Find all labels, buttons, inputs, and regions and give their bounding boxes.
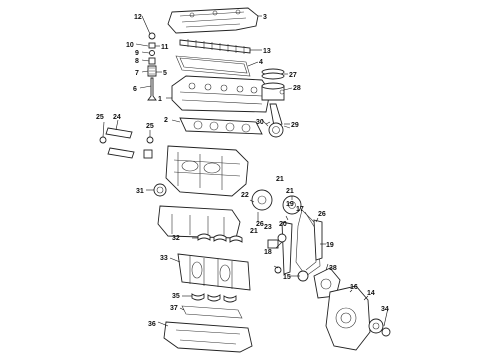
callout-21a: 21 [276,176,284,183]
callout-6: 6 [133,86,137,93]
callout-10: 10 [126,42,134,49]
callout-4: 4 [259,59,263,66]
callout-17: 17 [296,206,304,213]
callout-25b: 25 [146,123,154,130]
crank-pulley [368,318,391,337]
callout-34: 34 [381,306,389,313]
callout-38: 38 [329,265,337,272]
callout-31: 31 [136,188,144,195]
piston [261,68,285,101]
callout-32: 32 [172,235,180,242]
valve-train-parts [147,32,157,101]
callout-13: 13 [263,48,271,55]
camshaft [179,39,251,54]
callout-26a: 26 [256,221,264,228]
lower-block [157,205,241,239]
lower-bearings [191,293,237,303]
head-gasket [179,117,263,135]
callout-26b: 26 [318,211,326,218]
callout-21c: 21 [250,228,258,235]
cam-cover-gasket [175,55,251,77]
chain-tensioner [267,233,287,274]
oil-pan-gasket [181,305,243,319]
cylinder-head [171,75,271,113]
callout-labels: 1 2 3 4 5 6 7 8 9 10 11 12 13 14 15 16 1… [96,14,389,328]
callout-5: 5 [163,70,167,77]
callout-2: 2 [164,117,168,124]
callout-1: 1 [158,96,162,103]
cam-sprocket [251,189,302,215]
callout-8: 8 [135,58,139,65]
callout-3: 3 [263,14,267,21]
callout-33: 33 [160,255,168,262]
callout-18: 18 [264,249,272,256]
front-cover [325,285,371,351]
callout-22: 22 [241,192,249,199]
callout-29: 29 [291,122,299,129]
callout-16: 16 [350,284,358,291]
callout-37: 37 [170,305,178,312]
callout-19a: 19 [286,201,294,208]
callout-35: 35 [172,293,180,300]
callout-30: 30 [256,119,264,126]
callout-28: 28 [293,85,301,92]
callout-21b: 21 [286,188,294,195]
callout-15: 15 [283,274,291,281]
engine-block [165,145,249,197]
crankshaft [177,253,251,291]
connecting-rod [261,103,291,138]
callout-9: 9 [135,50,139,57]
callout-25a: 25 [96,114,104,121]
chain-guide [281,219,323,275]
water-pump [313,267,341,299]
callout-14: 14 [367,290,375,297]
callout-19b: 19 [326,242,334,249]
crankshaft-seal [153,183,167,197]
callout-36: 36 [148,321,156,328]
callout-7: 7 [135,70,139,77]
callout-20: 20 [279,221,287,228]
oil-pan [163,321,253,353]
callout-27: 27 [289,72,297,79]
callout-24: 24 [113,114,121,121]
valve-cover [167,7,259,34]
leader-lines [102,15,389,327]
rocker-arm-parts [99,127,154,159]
callout-11: 11 [161,44,169,51]
callout-23: 23 [264,224,272,231]
main-bearings [197,233,243,243]
callout-12: 12 [134,14,142,21]
